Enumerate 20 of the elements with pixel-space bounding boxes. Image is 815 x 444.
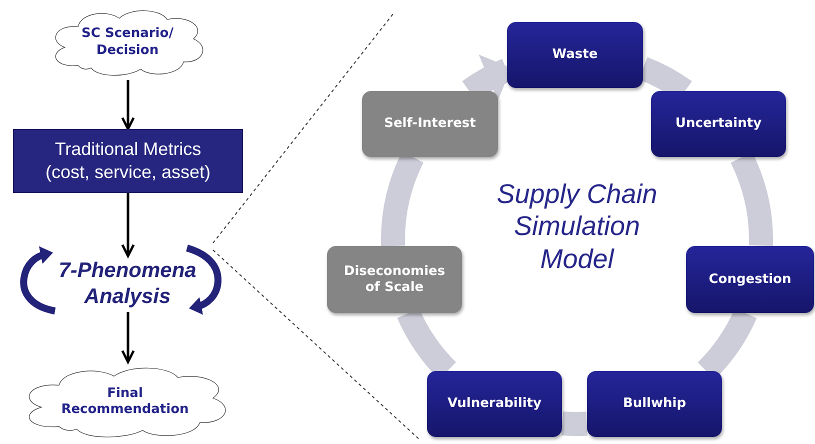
cloud-label: SC Scenario/ Decision [80, 26, 174, 59]
phenomenon-box [362, 91, 498, 157]
analysis-title: 7-Phenomena Analysis [55, 256, 200, 312]
box-label: Congestion [708, 272, 792, 288]
box-label: Self-Interest [383, 116, 477, 132]
phenomenon-box [327, 246, 462, 313]
box-label: Vulnerability [446, 396, 542, 412]
box-label: Waste [551, 47, 599, 63]
box-label: Diseconomies of Scale [342, 264, 446, 296]
phenomenon-box [587, 371, 722, 437]
phenomenon-box [427, 371, 562, 437]
box-label: Bullwhip [622, 396, 688, 412]
box-label: Traditional Metrics (cost, service, asset) [44, 138, 212, 184]
process-box [13, 129, 243, 193]
box-label: Uncertainty [674, 116, 763, 132]
model-title: Supply Chain Simulation Model [496, 178, 658, 276]
phenomenon-box [651, 91, 786, 157]
cloud-label: Final Recommendation [60, 386, 190, 418]
phenomenon-box [507, 22, 643, 88]
phenomenon-box [686, 246, 814, 313]
